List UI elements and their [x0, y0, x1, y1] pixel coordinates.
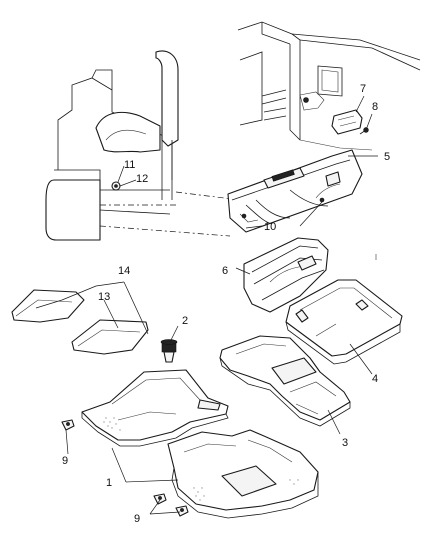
- part-9-fastener-left: [61, 419, 75, 431]
- part-4-cargo-mat: [285, 279, 403, 365]
- part-7-bracket: [331, 109, 363, 135]
- callout-4: 4: [372, 373, 378, 385]
- leader-lines: [35, 95, 378, 515]
- callout-9-bottom: 9: [134, 513, 140, 525]
- callout-11: 11: [124, 159, 135, 171]
- callout-12: 12: [136, 173, 148, 185]
- callout-5: 5: [384, 151, 390, 163]
- callout-7: 7: [360, 83, 366, 95]
- callout-3: 3: [342, 437, 348, 449]
- part-9-fastener-lower-a: [153, 493, 167, 505]
- part-9-fastener-lower-b: [175, 505, 189, 517]
- callout-6: 6: [222, 265, 228, 277]
- part-1-front-carpet-lower: [167, 429, 319, 519]
- callout-9-left: 9: [62, 455, 68, 467]
- part-11-clip: [111, 181, 121, 191]
- callout-13: 13: [98, 291, 110, 303]
- part-2-plug: [160, 339, 178, 363]
- part-1-front-carpet-upper: [81, 369, 229, 447]
- callout-1: 1: [106, 477, 112, 489]
- part-5-sill-panel: [227, 149, 363, 233]
- callout-2: 2: [182, 315, 188, 327]
- part-6-storage-cover: [243, 237, 329, 313]
- callout-10: 10: [264, 221, 276, 233]
- callout-8: 8: [372, 101, 378, 113]
- rear-wheelhouse-rollbar: [45, 50, 241, 241]
- callout-14: 14: [118, 265, 130, 277]
- part-8-screw: [359, 127, 369, 135]
- callout-labels: 5 7 8 10 11 12 6 4 3 2 14 13 9 1 9: [62, 83, 390, 525]
- vehicle-rear-body: [237, 21, 421, 151]
- part-3-rear-mat: [219, 335, 351, 427]
- part-13-14-floor-mats: [11, 289, 149, 355]
